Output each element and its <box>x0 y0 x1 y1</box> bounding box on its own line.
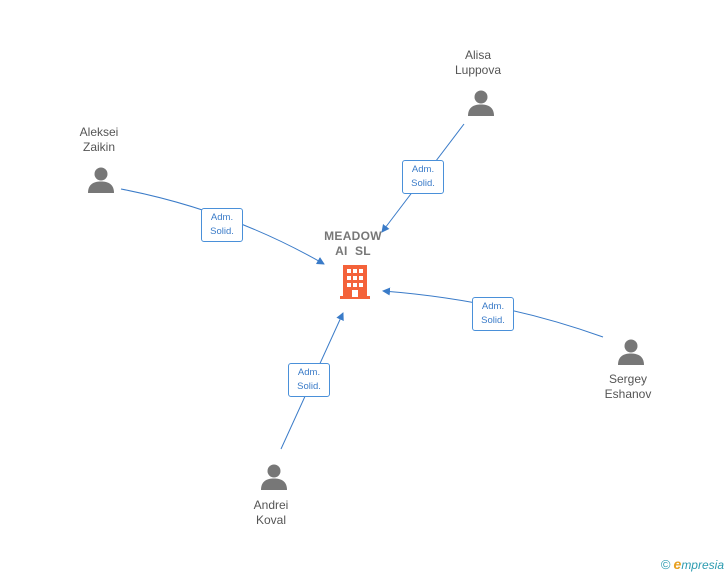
relation-label-aleksei-zaikin[interactable]: Adm. Solid. <box>201 208 243 242</box>
brand-name: empresia <box>674 556 724 572</box>
relation-role-line2: Solid. <box>481 315 505 326</box>
relation-role-line1: Adm. <box>481 301 505 312</box>
relation-role-line2: Solid. <box>411 178 435 189</box>
person-icon[interactable] <box>260 463 288 496</box>
person-name-alisa-luppova[interactable]: Alisa Luppova <box>455 48 501 78</box>
person-first-name: Alisa <box>464 48 492 62</box>
person-last-name: Eshanov <box>604 387 652 401</box>
person-last-name: Zaikin <box>82 140 115 154</box>
brand-initial: e <box>673 556 682 572</box>
person-name-aleksei-zaikin[interactable]: Aleksei Zaikin <box>80 125 119 155</box>
relation-role-line2: Solid. <box>297 381 321 392</box>
relation-label-alisa-luppova[interactable]: Adm. Solid. <box>402 160 444 194</box>
person-first-name: Aleksei <box>79 125 119 139</box>
person-icon[interactable] <box>467 89 495 122</box>
copyright-icon: © <box>660 556 671 572</box>
person-icon[interactable] <box>617 338 645 371</box>
relation-role-line1: Adm. <box>297 367 321 378</box>
building-icon[interactable] <box>340 264 370 305</box>
brand-name-rest: mpresia <box>681 558 724 572</box>
person-last-name: Koval <box>255 513 287 527</box>
relation-label-sergey-eshanov[interactable]: Adm. Solid. <box>472 297 514 331</box>
relation-label-andrei-koval[interactable]: Adm. Solid. <box>288 363 330 397</box>
relation-role-line1: Adm. <box>411 164 435 175</box>
person-first-name: Sergey <box>608 372 648 386</box>
company-name-line1: MEADOW <box>324 229 382 243</box>
brand-watermark[interactable]: © empresia <box>661 556 724 572</box>
relation-role-line2: Solid. <box>210 226 234 237</box>
relation-role-line1: Adm. <box>210 212 234 223</box>
person-last-name: Luppova <box>454 63 502 77</box>
person-first-name: Andrei <box>253 498 289 512</box>
person-name-sergey-eshanov[interactable]: Sergey Eshanov <box>605 372 652 402</box>
person-icon[interactable] <box>87 166 115 199</box>
company-name[interactable]: MEADOW AI SL <box>324 229 382 259</box>
person-name-andrei-koval[interactable]: Andrei Koval <box>254 498 289 528</box>
company-name-line2: AI SL <box>335 244 371 258</box>
